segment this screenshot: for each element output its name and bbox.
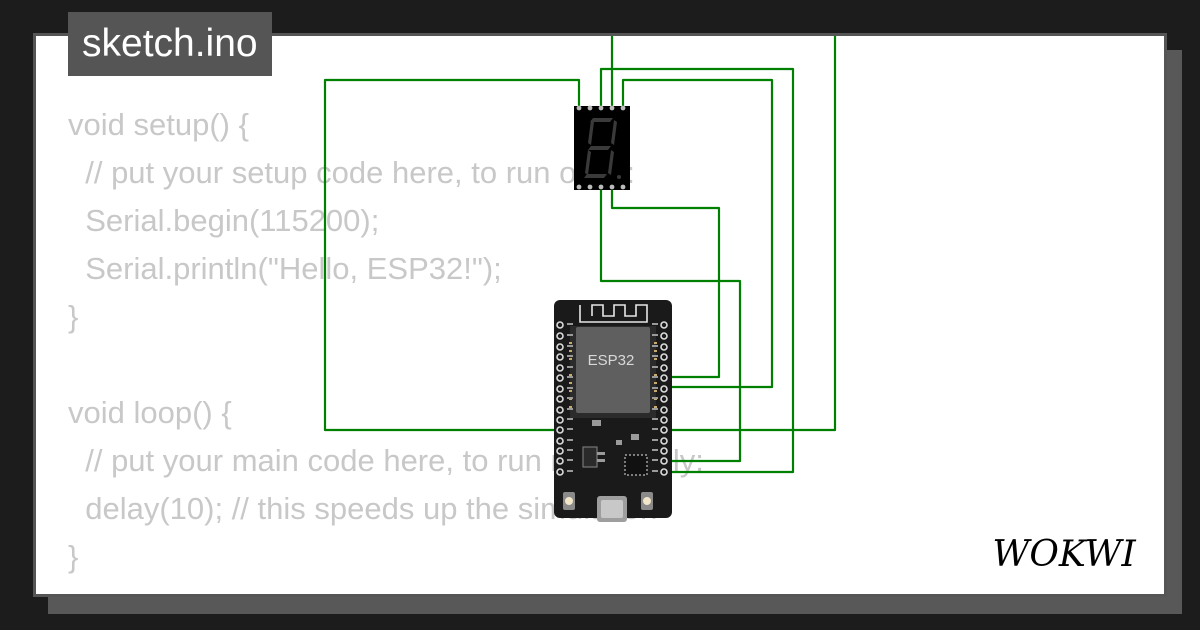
code-line: Serial.begin(115200); (68, 203, 380, 238)
segments (584, 118, 621, 179)
chip-shield (576, 327, 650, 413)
seven-segment-display (574, 105, 630, 190)
wokwi-logo-text: WOKWI (992, 534, 1136, 575)
wire-segment-g (664, 36, 837, 432)
code-line: void loop() { (68, 395, 232, 430)
wires (323, 36, 837, 474)
file-title: sketch.ino (68, 12, 272, 76)
code-line: Serial.println("Hello, ESP32!"); (68, 251, 502, 286)
code-line: } (68, 539, 79, 574)
code-line: delay(10); // this speeds up the simulat… (68, 491, 658, 526)
code-line: } (68, 299, 79, 334)
wire-segment-e (610, 188, 721, 379)
code-line: void setup() { (68, 107, 249, 142)
wire-segment-f (599, 188, 742, 463)
wire-segment-c (599, 67, 795, 474)
chip-label: ESP32 (588, 352, 635, 369)
esp32-board: ESP32 (554, 300, 672, 522)
wire-segment-d (621, 78, 774, 389)
wokwi-logo: WOKWI (992, 534, 1136, 575)
wire-segment-a (323, 78, 581, 432)
